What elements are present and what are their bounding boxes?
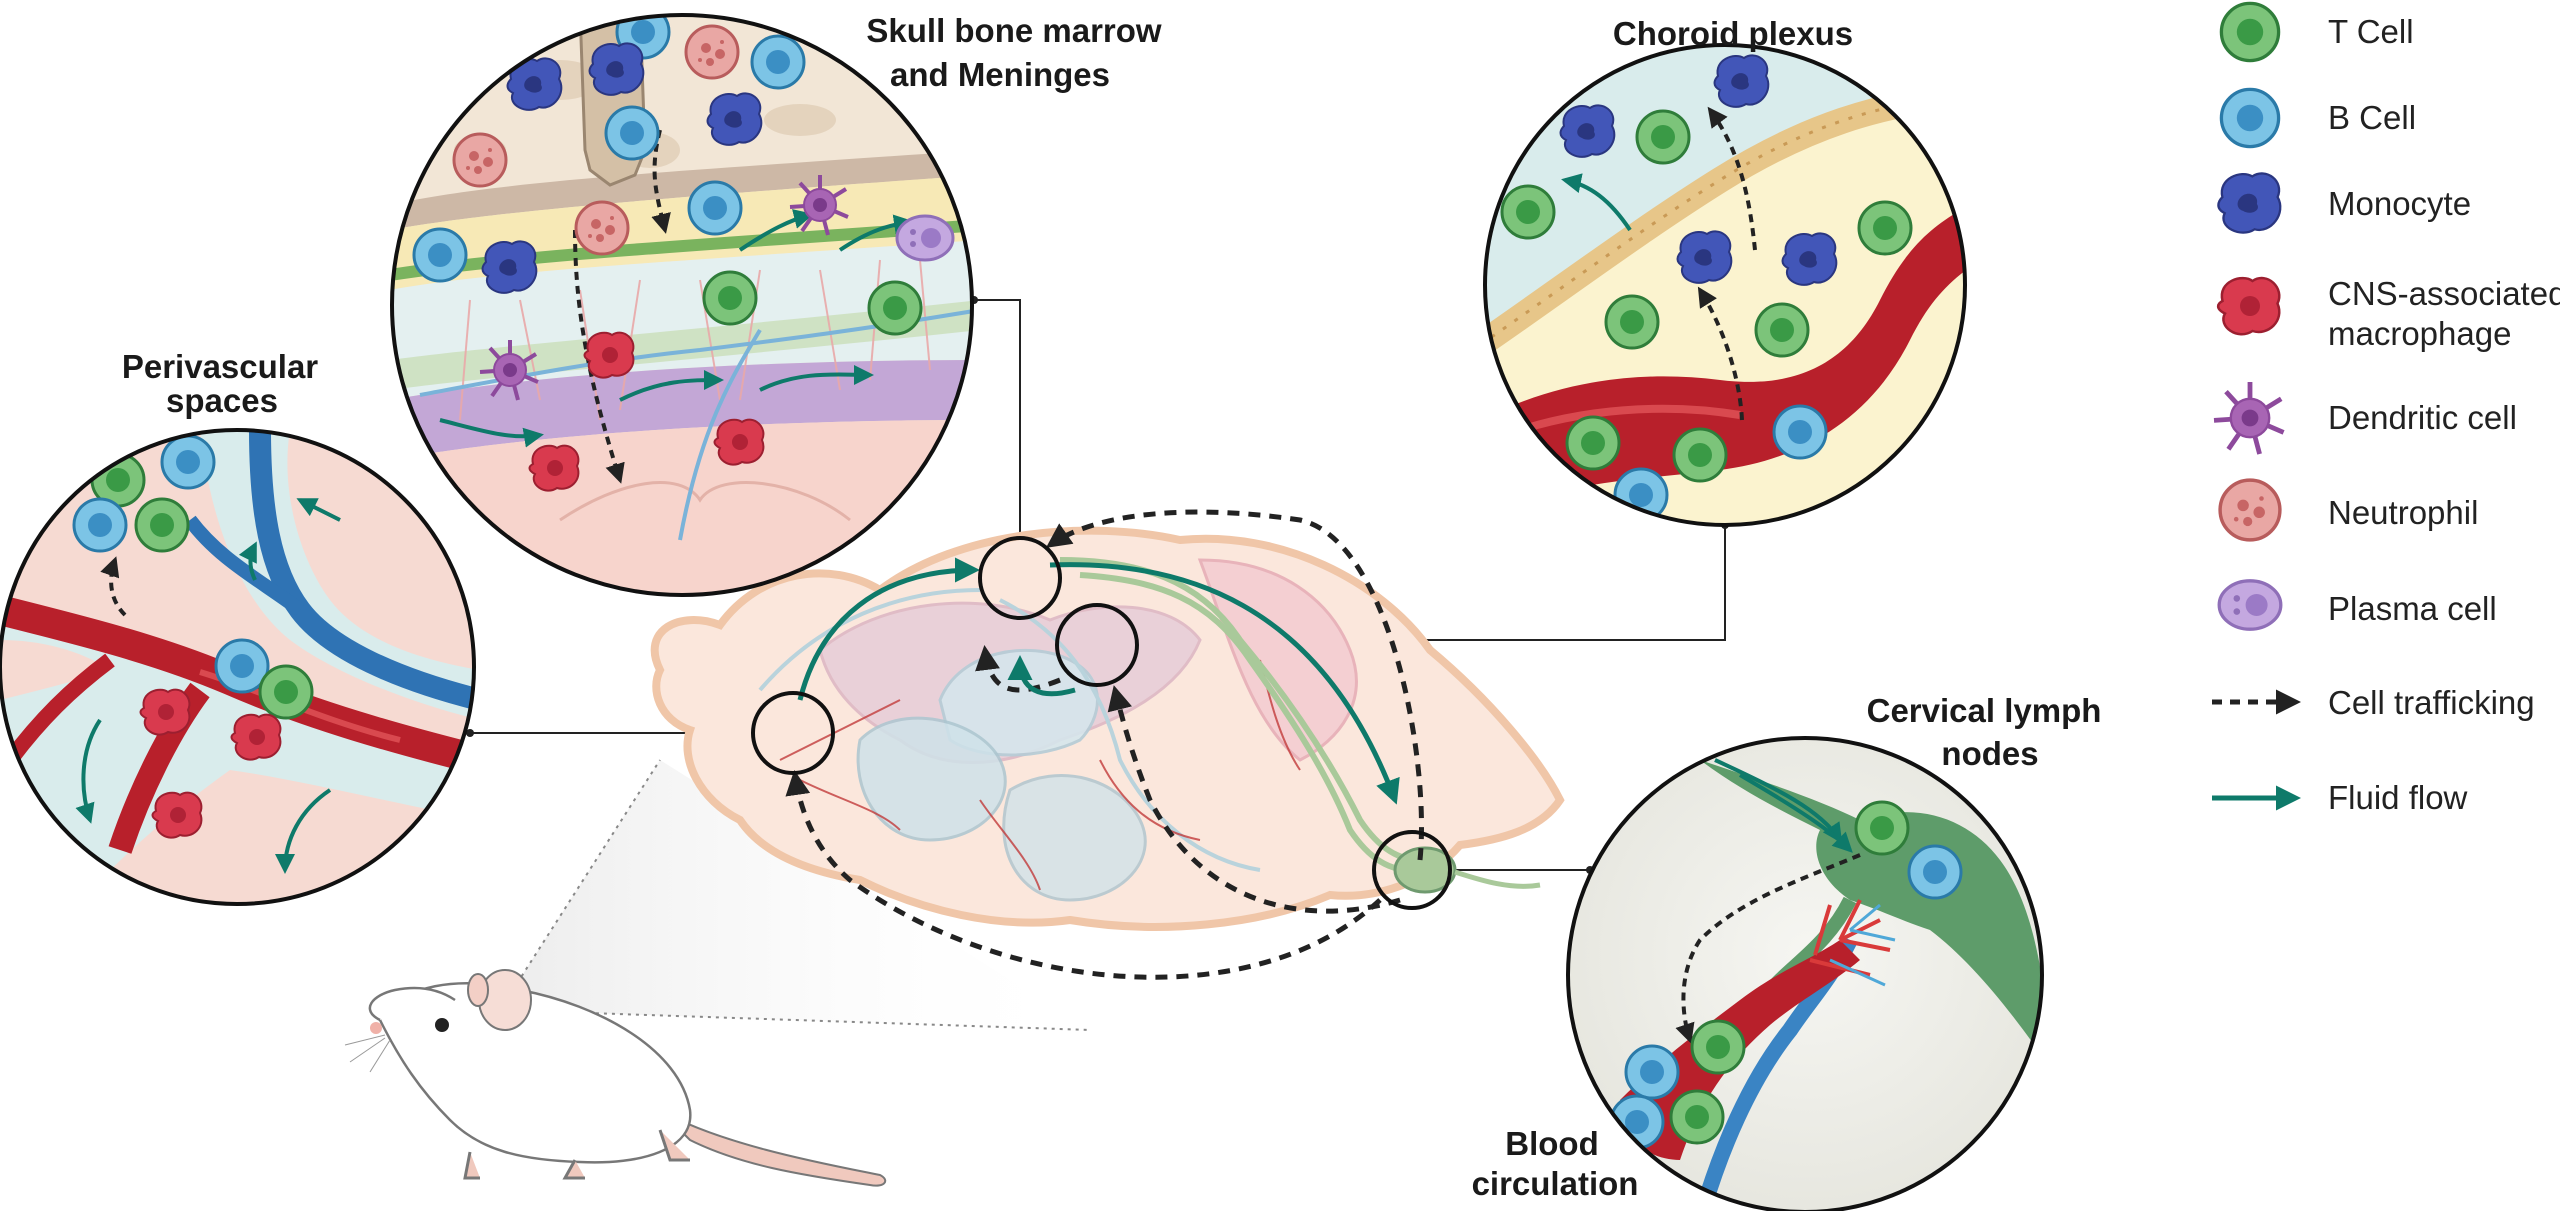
- inset-cervical-lymph-nodes: [1566, 736, 2044, 1211]
- t-cell-icon: [2219, 1, 2281, 63]
- perivascular-title-line1: Perivascular: [122, 348, 318, 385]
- callout-rings: [751, 536, 1452, 910]
- cervical-title-line2: nodes: [1941, 735, 2038, 772]
- blood-title-line2: circulation: [1472, 1165, 1639, 1202]
- legend-label-plasma-cell: Plasma cell: [2328, 590, 2497, 627]
- legend-label-monocyte: Monocyte: [2328, 185, 2471, 222]
- b-cell-icon: [2219, 87, 2281, 149]
- cns-macrophage-icon: [2216, 276, 2281, 336]
- legend-label-b-cell: B Cell: [2328, 99, 2416, 136]
- legend-label-cns-macrophage-line2: macrophage: [2328, 315, 2511, 352]
- perivascular-title-line2: spaces: [166, 382, 278, 419]
- cervical-title-line1: Cervical lymph: [1867, 692, 2102, 729]
- legend-label-cns-macrophage-line1: CNS-associated: [2328, 275, 2560, 312]
- inset-perivascular-spaces: [0, 428, 476, 906]
- legend-label-fluid-flow: Fluid flow: [2328, 779, 2468, 816]
- legend-label-t-cell: T Cell: [2328, 13, 2414, 50]
- neutrophil-icon: [2218, 478, 2282, 542]
- central-flow-arrows: [785, 509, 1424, 980]
- dendritic-cell-icon: [2214, 382, 2284, 454]
- brain-illustration: [650, 526, 1565, 931]
- legend-label-neutrophil: Neutrophil: [2328, 494, 2478, 531]
- skull-title-line1: Skull bone marrow: [866, 12, 1162, 49]
- mouse-illustration: [344, 759, 1091, 1187]
- choroid-title: Choroid plexus: [1613, 15, 1853, 52]
- skull-title-line2: and Meninges: [890, 56, 1110, 93]
- inset-skull-meninges: [390, 13, 974, 597]
- legend-label-cell-trafficking: Cell trafficking: [2328, 684, 2535, 721]
- blood-title-line1: Blood: [1505, 1125, 1598, 1162]
- monocyte-icon: [2217, 172, 2282, 234]
- legend: T Cell B Cell Monocyte CNS-associated ma…: [2212, 1, 2560, 816]
- inset-choroid-plexus: [1483, 43, 1967, 527]
- legend-label-dendritic-cell: Dendritic cell: [2328, 399, 2517, 436]
- plasma-cell-icon: [2217, 579, 2283, 631]
- region-titles: Skull bone marrow and Meninges Choroid p…: [122, 12, 2102, 1202]
